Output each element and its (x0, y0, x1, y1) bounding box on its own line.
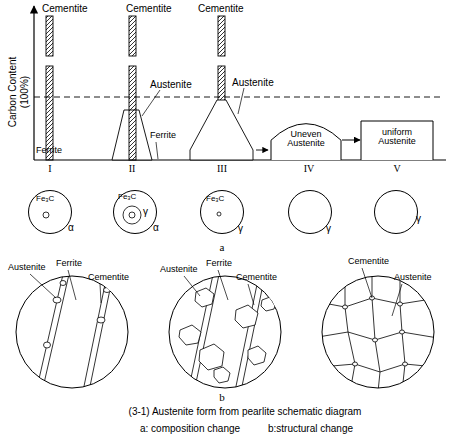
circle-outline (289, 191, 332, 234)
leader-line (156, 142, 158, 159)
phase-symbol: γ (143, 207, 148, 218)
phase-label: Cementite (88, 273, 129, 283)
leader-line (142, 90, 160, 116)
phase-label: Cementite (348, 257, 389, 267)
sub-caption: a: composition change (140, 423, 240, 434)
micrograph-circle (169, 276, 281, 388)
micrograph-circle (16, 276, 128, 388)
austenite-profile (190, 100, 253, 160)
stage-arrow (342, 140, 360, 141)
phase-label: Austenite (150, 79, 192, 90)
stage-numeral: II (129, 163, 136, 174)
austenite-nuclei (179, 270, 276, 396)
circle-outline (288, 190, 332, 234)
circle-outline (374, 190, 418, 234)
phase-label: uniform Austenite (372, 128, 422, 147)
cementite-bar (129, 16, 136, 56)
phase-symbol: γ (416, 214, 421, 225)
sub-caption: b:structural change (268, 423, 353, 434)
phase-label: Austenite (160, 265, 198, 275)
box-outline (361, 121, 433, 160)
grain-circle: Fe₃C γ (200, 190, 244, 234)
circle-outline (201, 191, 244, 234)
phase-label: Cementite (126, 3, 172, 14)
austenite-dome: Uneven Austenite (270, 116, 342, 160)
leader-lines (30, 268, 402, 316)
phase-symbol: γ (238, 224, 243, 235)
axis-title: Carbon Content (7, 57, 18, 128)
phase-label: Ferrite (206, 259, 232, 269)
phase-formula: Fe₃C (118, 193, 136, 201)
stage-numeral: I (48, 163, 51, 174)
eutectoid-dashed-line (34, 97, 440, 98)
phase-label: Ferrite (150, 131, 176, 141)
stage-arrow (256, 150, 268, 151)
austenite-grains (318, 272, 438, 392)
cementite-bar (218, 16, 225, 56)
phase-symbol: γ (326, 224, 331, 235)
phase-label: Cementite (198, 3, 244, 14)
phase-label: Austenite (232, 77, 274, 88)
phase-formula: Fe₃C (206, 195, 224, 203)
grain-circle: Fe₃C α (28, 190, 72, 234)
grain-circle: γ (374, 190, 418, 234)
leader-line (238, 88, 244, 114)
phase-label: Uneven Austenite (281, 130, 331, 149)
panel-letter: b (219, 391, 225, 403)
panel-letter: a (220, 241, 225, 253)
cementite-particle (43, 212, 49, 218)
circle-outline (29, 191, 72, 234)
cementite-bar (129, 66, 136, 160)
grain-circle: γ (288, 190, 332, 234)
cementite-bar (46, 16, 53, 56)
phase-formula: Fe₃C (36, 195, 54, 203)
circle-outline (375, 191, 418, 234)
cementite-bar (218, 66, 225, 102)
axis-unit: (100%) (19, 76, 30, 108)
cementite-particle (217, 212, 221, 216)
phase-label: Cementite (236, 273, 277, 283)
phase-label: Ferrite (56, 259, 82, 269)
grain-circle: Fe₃C γα (113, 190, 157, 234)
phase-label: Ferrite (36, 146, 62, 156)
stage-numeral: III (217, 163, 227, 174)
dome-outline (271, 124, 341, 160)
phase-symbol: α (68, 223, 74, 234)
phase-label: Austenite (8, 263, 46, 273)
pearlite-lamellae (36, 270, 114, 396)
phase-label: Austenite (394, 273, 432, 283)
stage-numeral: IV (304, 163, 315, 174)
cementite-particle (129, 212, 135, 218)
austenite-ring (123, 206, 141, 224)
stage-numeral: V (393, 163, 400, 174)
phase-symbol: α (153, 223, 159, 234)
phase-label: Cementite (42, 3, 88, 14)
y-axis (33, 6, 34, 160)
figure-caption: (3-1) Austenite form from pearlite schem… (129, 406, 362, 417)
circle-outline (114, 191, 157, 234)
austenite-box: uniform Austenite (360, 120, 434, 160)
